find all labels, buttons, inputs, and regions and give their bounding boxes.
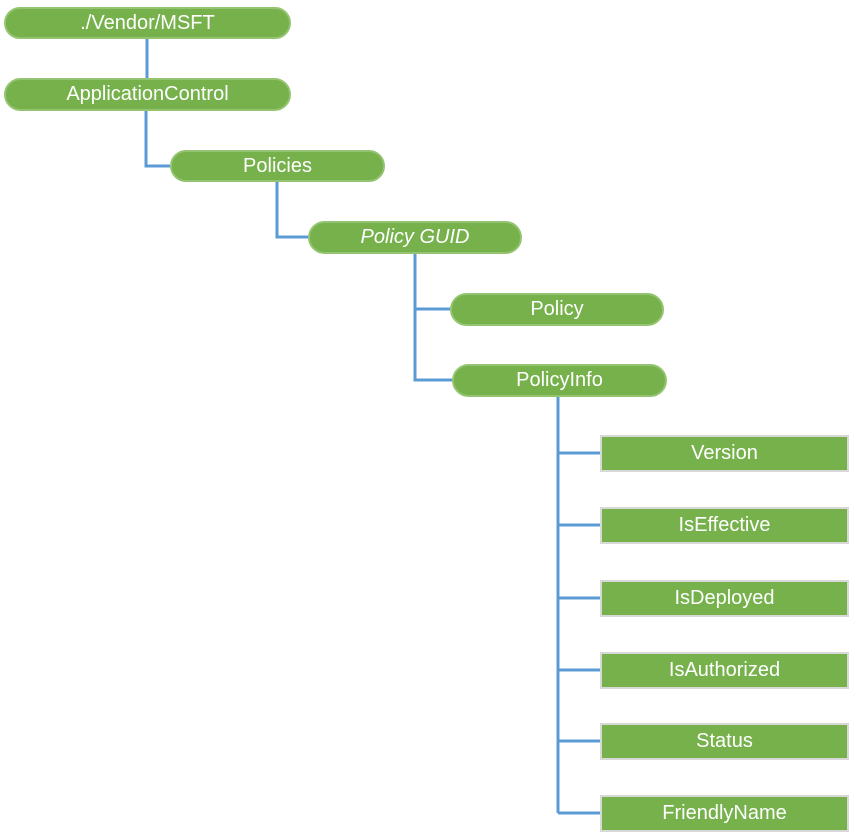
node-is-deployed: IsDeployed [600, 580, 849, 617]
connector-policyguid-to-policy [413, 254, 450, 311]
connector-applicationcontrol-to-policies [144, 111, 170, 168]
node-policy-guid: Policy GUID [308, 221, 522, 254]
node-version: Version [600, 435, 849, 472]
node-is-authorized: IsAuthorized [600, 652, 849, 689]
node-policy: Policy [450, 293, 664, 326]
node-application-control: ApplicationControl [4, 78, 291, 111]
node-is-effective: IsEffective [600, 507, 849, 544]
node-status: Status [600, 723, 849, 760]
node-policies: Policies [170, 150, 385, 182]
node-vendor-msft: ./Vendor/MSFT [4, 7, 291, 39]
node-policy-info: PolicyInfo [452, 364, 667, 397]
connector-policyguid-to-policyinfo [413, 309, 452, 382]
connector-policies-to-policyguid [275, 182, 308, 239]
node-friendly-name: FriendlyName [600, 795, 849, 832]
